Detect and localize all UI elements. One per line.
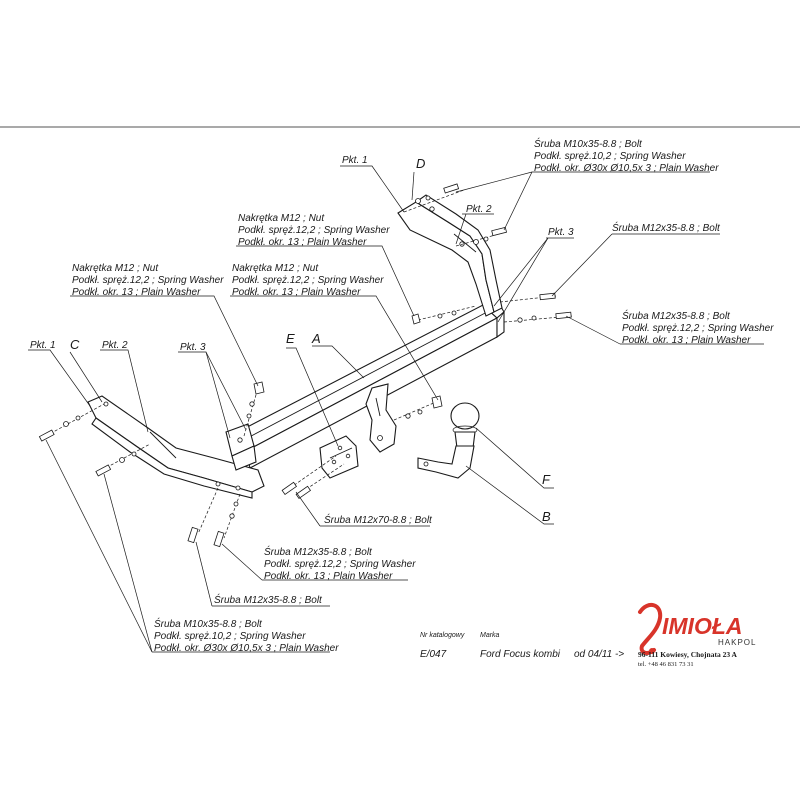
label-top-right-bolt-set: Śruba M10x35-8.8 ; Bolt Podkł. spręż.10,…: [534, 137, 719, 174]
catalog-number-label: Nr katalogowy: [420, 632, 465, 639]
svg-text:Podkł. okr. 13 ; Plain Washer: Podkł. okr. 13 ; Plain Washer: [264, 571, 393, 582]
part-label-e: E: [286, 331, 295, 346]
bolt-set-left-bracket: [38, 403, 151, 477]
callout-d-pkt1: Pkt. 1: [342, 155, 368, 166]
svg-text:Nakrętka M12 ; Nut: Nakrętka M12 ; Nut: [238, 213, 325, 224]
svg-text:Śruba M12x35-8.8 ; Bolt: Śruba M12x35-8.8 ; Bolt: [622, 309, 731, 322]
label-bolt-right-set: Śruba M12x35-8.8 ; Bolt Podkł. spręż.12,…: [622, 309, 774, 346]
label-bottom-left-bolt-set: Śruba M10x35-8.8 ; Bolt Podkł. spręż.10,…: [154, 617, 339, 654]
part-label-d: D: [416, 156, 425, 171]
hakpol-logo: IMIOŁA HAKPOL: [638, 602, 756, 655]
callout-c-pkt3: Pkt. 3: [180, 342, 206, 353]
company-address: 96-111 Kowiesy, Chojnata 23 A: [638, 650, 738, 659]
callout-d-pkt2: Pkt. 2: [466, 204, 492, 215]
svg-text:Podkł. spręż.12,2 ; Spring Was: Podkł. spręż.12,2 ; Spring Washer: [232, 275, 384, 286]
svg-text:Podkł. okr. Ø30x Ø10,5x 3 ; P: Podkł. okr. Ø30x Ø10,5x 3 ; Plain Washer: [154, 643, 339, 654]
mounting-plate-e: [319, 435, 359, 479]
logo-ball-icon: [649, 648, 655, 654]
label-bolt-bottom-single: Śruba M12x35-8.8 ; Bolt: [214, 593, 323, 606]
svg-text:Śruba M10x35-8.8 ; Bolt: Śruba M10x35-8.8 ; Bolt: [154, 617, 263, 630]
svg-text:Nakrętka M12 ; Nut: Nakrętka M12 ; Nut: [232, 263, 319, 274]
svg-text:Podkł. okr. 13 ; Plain Washer: Podkł. okr. 13 ; Plain Washer: [238, 237, 367, 248]
tow-hook-neck-b: [417, 445, 475, 479]
callout-c-pkt1: Pkt. 1: [30, 340, 56, 351]
part-label-f: F: [542, 472, 551, 487]
svg-text:Podkł. spręż.12,2 ; Spring Was: Podkł. spręż.12,2 ; Spring Washer: [264, 559, 416, 570]
logo-hook-icon: [638, 602, 663, 655]
label-bolt-right-single: Śruba M12x35-8.8 ; Bolt: [612, 221, 721, 234]
nut-set-left: [243, 381, 265, 437]
label-nut-upper: Nakrętka M12 ; Nut Podkł. spręż.12,2 ; S…: [238, 213, 390, 248]
callout-c-pkt2: Pkt. 2: [102, 340, 128, 351]
label-bolt-bottom-set: Śruba M12x35-8.8 ; Bolt Podkł. spręż.12,…: [264, 545, 416, 582]
hook-arm-center: [365, 383, 397, 453]
beam-end-plate-left: [225, 423, 257, 471]
label-bolt-m12x70: Śruba M12x70-8.8 ; Bolt: [324, 513, 433, 526]
part-label-a: A: [311, 331, 321, 346]
bolt-set-bottom: [187, 487, 241, 548]
svg-text:Podkł. spręż.10,2 ; Spring Was: Podkł. spręż.10,2 ; Spring Washer: [534, 151, 686, 162]
svg-text:Śruba M10x35-8.8 ; Bolt: Śruba M10x35-8.8 ; Bolt: [534, 137, 643, 150]
bolt-set-right-end: [499, 292, 573, 323]
label-nut-middle: Nakrętka M12 ; Nut Podkł. spręż.12,2 ; S…: [232, 263, 384, 298]
side-bracket-c: [87, 395, 265, 499]
svg-text:Podkł. okr. 13 ; Plain Washer: Podkł. okr. 13 ; Plain Washer: [72, 287, 201, 298]
svg-text:Podkł. okr. 13 ; Plain Washer: Podkł. okr. 13 ; Plain Washer: [232, 287, 361, 298]
logo-text: IMIOŁA: [662, 613, 743, 639]
svg-text:Podkł. okr. Ø30x Ø10,5x 3 ; P: Podkł. okr. Ø30x Ø10,5x 3 ; Plain Washer: [534, 163, 719, 174]
side-bracket-d: [397, 194, 503, 317]
title-block: Nr katalogowy Marka E/047 Ford Focus kom…: [420, 632, 624, 660]
svg-text:Podkł. spręż.10,2 ; Spring Was: Podkł. spręż.10,2 ; Spring Washer: [154, 631, 306, 642]
label-nut-left: Nakrętka M12 ; Nut Podkł. spręż.12,2 ; S…: [72, 263, 224, 298]
date-range-value: od 04/11 ->: [574, 649, 624, 660]
bolt-set-m12x70: [281, 455, 345, 500]
part-label-b: B: [542, 509, 551, 524]
callout-right-pkt3: Pkt. 3: [548, 227, 574, 238]
svg-text:Podkł. spręż.12,2 ; Spring Was: Podkł. spręż.12,2 ; Spring Washer: [72, 275, 224, 286]
bolt-set-upper-right: [403, 183, 508, 247]
logo-subtitle: HAKPOL: [718, 638, 756, 647]
company-phone: tel. +48 46 831 73 31: [638, 661, 694, 668]
brand-value: Ford Focus kombi: [480, 649, 561, 660]
part-label-c: C: [70, 337, 80, 352]
nut-set-beam-center: [411, 305, 477, 325]
svg-text:Podkł. spręż.12,2 ; Spring Was: Podkł. spręż.12,2 ; Spring Washer: [238, 225, 390, 236]
brand-label: Marka: [480, 632, 500, 639]
svg-text:Podkł. okr. 13 ; Plain Washer: Podkł. okr. 13 ; Plain Washer: [622, 335, 751, 346]
leader-lines: [28, 165, 764, 653]
svg-text:Śruba M12x35-8.8 ; Bolt: Śruba M12x35-8.8 ; Bolt: [264, 545, 373, 558]
tow-ball-f: [450, 402, 480, 449]
nut-set-hook-arm: [393, 395, 443, 421]
svg-text:Podkł. spręż.12,2 ; Spring Was: Podkł. spręż.12,2 ; Spring Washer: [622, 323, 774, 334]
svg-text:Nakrętka M12 ; Nut: Nakrętka M12 ; Nut: [72, 263, 159, 274]
catalog-number-value: E/047: [420, 649, 447, 660]
